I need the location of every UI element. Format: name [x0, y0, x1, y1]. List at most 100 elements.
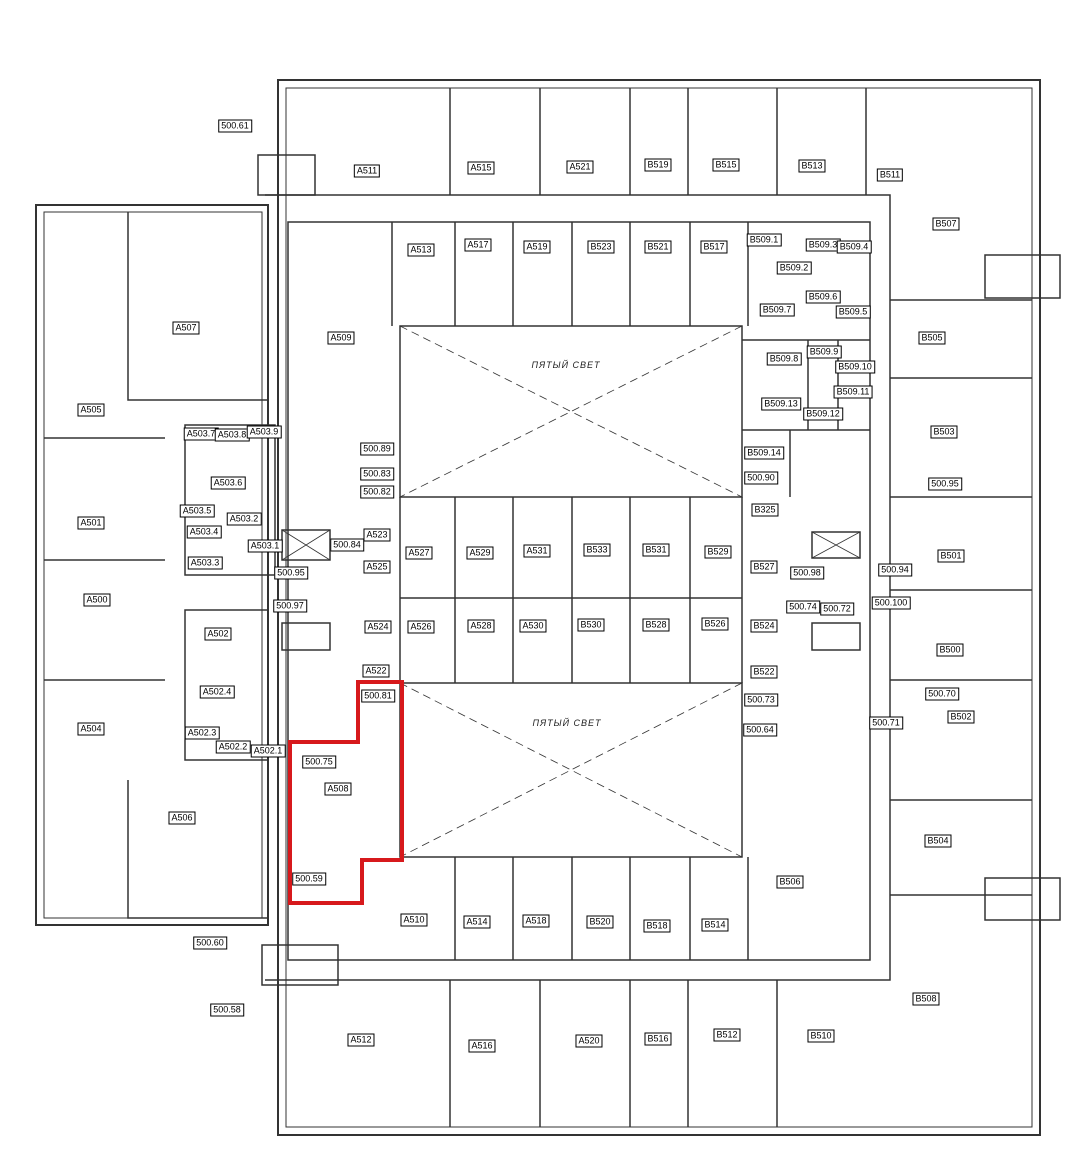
room-label: A522: [362, 664, 390, 678]
room-label: B514: [701, 918, 729, 932]
room-label: A513: [407, 243, 435, 257]
room-label: B516: [644, 1032, 672, 1046]
room-label: 500.95: [274, 566, 308, 580]
room-label: A502: [204, 627, 232, 641]
room-label: B509.11: [833, 385, 873, 399]
room-label: B509.2: [776, 261, 812, 275]
room-label: A502.4: [199, 685, 235, 699]
room-label: A508: [324, 782, 352, 796]
room-label: B517: [700, 240, 728, 254]
room-label: A523: [363, 528, 391, 542]
room-label: B503: [930, 425, 958, 439]
room-label: A503.2: [226, 512, 262, 526]
room-label: B528: [642, 618, 670, 632]
room-label: A514: [463, 915, 491, 929]
room-label: B509.4: [836, 240, 872, 254]
room-label: A529: [466, 546, 494, 560]
room-label: B509.7: [759, 303, 795, 317]
room-label: B520: [586, 915, 614, 929]
room-label: B502: [947, 710, 975, 724]
room-label: 500.84: [330, 538, 364, 552]
room-label: B527: [750, 560, 778, 574]
room-label: B518: [643, 919, 671, 933]
room-label: A527: [405, 546, 433, 560]
room-label: A511: [353, 164, 381, 178]
room-label: B509.1: [746, 233, 782, 247]
room-label: B508: [912, 992, 940, 1006]
room-label: A500: [83, 593, 111, 607]
room-label: 500.58: [210, 1003, 244, 1017]
room-label: 500.61: [218, 119, 252, 133]
room-label: A517: [464, 238, 492, 252]
room-label: B500: [936, 643, 964, 657]
room-label: B509.10: [835, 360, 875, 374]
room-label: 500.95: [928, 477, 962, 491]
room-label: A503.9: [246, 425, 282, 439]
room-label: B325: [751, 503, 779, 517]
room-label: B509.3: [805, 238, 841, 252]
room-label: B509.14: [744, 446, 784, 460]
room-label: 500.73: [744, 693, 778, 707]
room-label: B509.13: [761, 397, 801, 411]
room-label: B524: [750, 619, 778, 633]
room-label: 500.60: [193, 936, 227, 950]
room-label: 500.100: [871, 596, 911, 610]
room-label: A502.2: [215, 740, 251, 754]
room-label: 500.72: [820, 602, 854, 616]
room-label: 500.89: [360, 442, 394, 456]
room-label: B509.8: [766, 352, 802, 366]
room-label: A504: [77, 722, 105, 736]
room-label: A510: [400, 913, 428, 927]
atrium-label-top: ПЯТЫЙ СВЕТ: [531, 360, 601, 370]
room-label: A520: [575, 1034, 603, 1048]
room-label: B519: [644, 158, 672, 172]
room-label: B507: [932, 217, 960, 231]
room-label: A503.8: [214, 428, 250, 442]
room-label: B522: [750, 665, 778, 679]
room-label: B504: [924, 834, 952, 848]
room-label: A526: [407, 620, 435, 634]
room-label: A524: [364, 620, 392, 634]
room-label: 500.74: [786, 600, 820, 614]
room-label: B511: [876, 168, 904, 182]
room-label: A501: [77, 516, 105, 530]
room-label: A503.3: [187, 556, 223, 570]
room-label: 500.75: [302, 755, 336, 769]
room-label: 500.81: [361, 689, 395, 703]
room-label: A503.5: [179, 504, 215, 518]
room-label: A503.4: [186, 525, 222, 539]
room-label: A521: [566, 160, 594, 174]
room-label: B526: [701, 617, 729, 631]
room-label: B509.12: [803, 407, 843, 421]
room-label: B529: [704, 545, 732, 559]
room-label: 500.71: [869, 716, 903, 730]
room-label: A503.1: [247, 539, 283, 553]
room-label: B523: [587, 240, 615, 254]
room-label: B513: [798, 159, 826, 173]
room-label: A506: [168, 811, 196, 825]
room-label: 500.98: [790, 566, 824, 580]
room-label: A531: [523, 544, 551, 558]
room-label: A525: [363, 560, 391, 574]
room-label: B530: [577, 618, 605, 632]
room-label: 500.90: [744, 471, 778, 485]
room-label: 500.82: [360, 485, 394, 499]
room-label: B509.9: [806, 345, 842, 359]
room-label: B501: [937, 549, 965, 563]
room-label: A507: [172, 321, 200, 335]
room-label: B506: [776, 875, 804, 889]
room-label: A505: [77, 403, 105, 417]
room-label: 500.97: [273, 599, 307, 613]
room-label: A512: [347, 1033, 375, 1047]
room-label: A518: [522, 914, 550, 928]
room-label: B531: [642, 543, 670, 557]
room-label: A509: [327, 331, 355, 345]
room-label: A530: [519, 619, 547, 633]
room-label: A503.6: [210, 476, 246, 490]
room-label: 500.83: [360, 467, 394, 481]
room-label: B515: [712, 158, 740, 172]
room-label: A516: [468, 1039, 496, 1053]
room-label: B509.5: [835, 305, 871, 319]
